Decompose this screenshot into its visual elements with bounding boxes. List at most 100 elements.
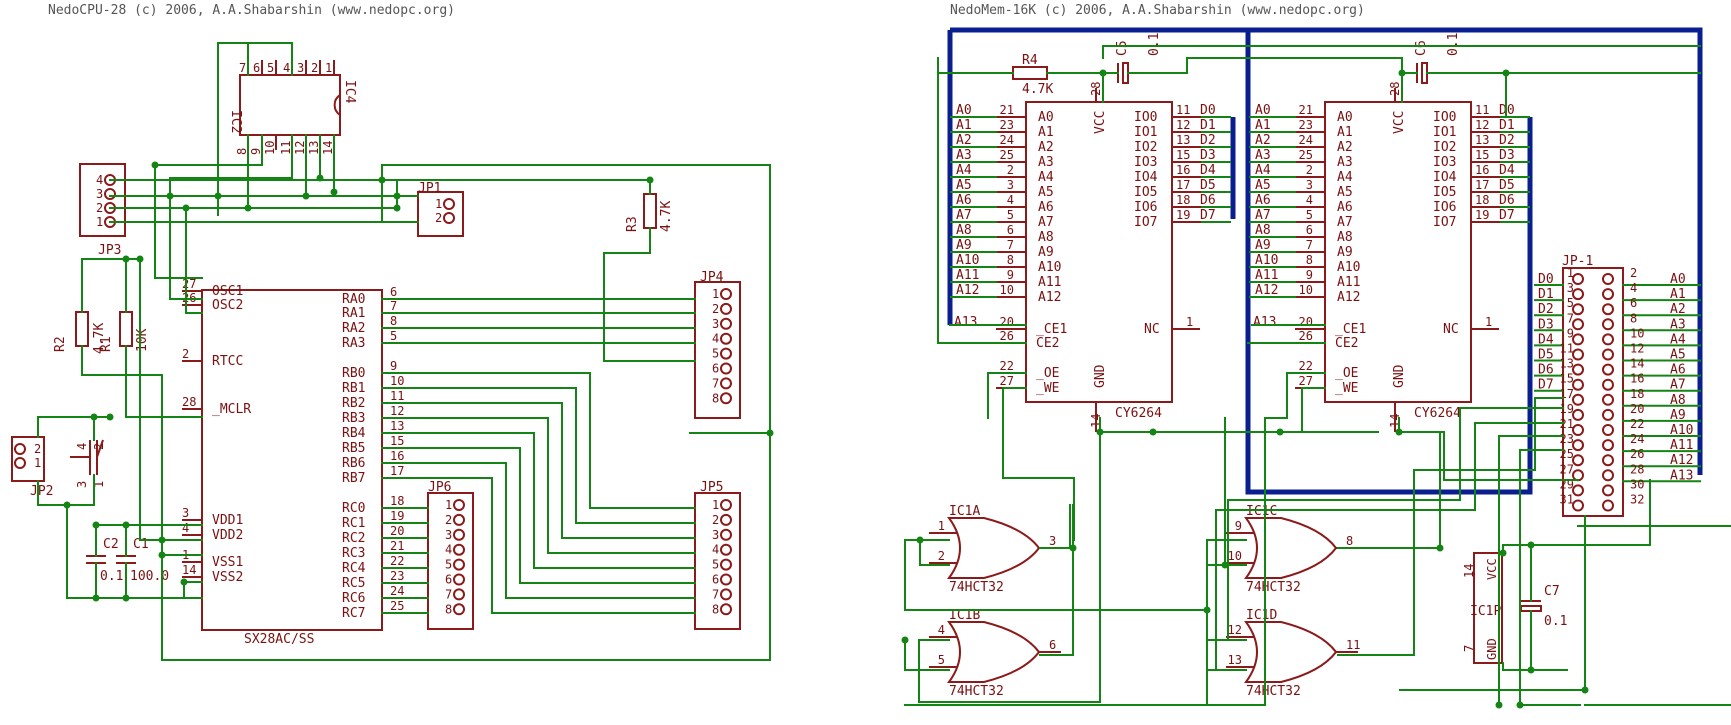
m2-ctrl-num-26: 26 <box>1299 329 1313 343</box>
m1-addr-num-25: 25 <box>1000 148 1014 162</box>
m2-addr-num-23: 23 <box>1299 118 1313 132</box>
ic4-label: IC4 <box>342 80 357 104</box>
m1-data-num-19: 19 <box>1176 208 1190 222</box>
junction-dot-38 <box>1516 701 1524 709</box>
sx28-label: SX28AC/SS <box>244 632 314 647</box>
jp-1-pin-num-10: 10 <box>1630 326 1644 340</box>
m2-data-num-15: 15 <box>1475 148 1489 162</box>
sx28-pin-num-15: 15 <box>390 434 404 448</box>
memory-chip-2-body <box>1324 101 1472 403</box>
sx28-pin-name-rc2: RC2 <box>342 531 365 546</box>
gate-d-name: IC1D <box>1246 608 1277 623</box>
m1-data-num-16: 16 <box>1176 163 1190 177</box>
m1-gnd-name: GND <box>1093 364 1108 388</box>
jp-1-pin-26 <box>1602 454 1614 467</box>
r2-name: R2 <box>53 336 68 352</box>
junction-dot-30 <box>1149 428 1157 436</box>
junction-dot-41 <box>1581 686 1589 694</box>
left-title: NedoCPU-28 (c) 2006, A.A.Shabarshin (www… <box>48 3 455 18</box>
sx28-pin-num-12: 12 <box>390 404 404 418</box>
sx28-pin-name-rb0: RB0 <box>342 366 365 381</box>
m1-addr-num-24: 24 <box>1000 133 1014 147</box>
junction-dot-37 <box>1495 701 1503 709</box>
r4-name: R4 <box>1022 53 1038 68</box>
m1-addr-num-7: 7 <box>1007 238 1014 252</box>
ic2-body <box>239 74 341 136</box>
jp-1-pin-num-27: 27 <box>1560 462 1574 476</box>
gate-b-in2-num: 5 <box>938 653 945 667</box>
jp1-body <box>417 191 464 237</box>
jp6-body <box>427 492 474 630</box>
jp6-pins-pin-6 <box>453 573 465 586</box>
jp-1-pin-num-24: 24 <box>1630 432 1644 446</box>
m1-data-name-io3: IO3 <box>1134 155 1157 170</box>
sx28-pin-num-6: 6 <box>390 285 397 299</box>
c5-value: 0.1 <box>1147 33 1162 56</box>
junction-dot-39 <box>1527 541 1535 549</box>
jp-1-pin-24 <box>1602 439 1614 452</box>
r3-body <box>643 193 657 229</box>
m2-addr-net-a6: A6 <box>1255 193 1271 208</box>
jp4-pins-pin-6 <box>720 362 732 375</box>
m1-addr-name-a3: A3 <box>1038 155 1054 170</box>
ic2-top-pin-num-6: 6 <box>253 61 260 75</box>
jp4-label: JP4 <box>700 270 724 285</box>
jp-1-net-a9: A9 <box>1670 408 1686 423</box>
m2-data-net-1: D1 <box>1499 118 1515 133</box>
junction-dot-9 <box>393 192 401 200</box>
m2-data-net-5: D5 <box>1499 178 1515 193</box>
c7-value: 0.1 <box>1544 614 1567 629</box>
m1-addr-name-a9: A9 <box>1038 245 1054 260</box>
jp1-pins-pin-1 <box>443 198 455 210</box>
jp4-body <box>694 281 741 419</box>
jp2-pins-pin-num-2: 2 <box>34 442 41 456</box>
jp6-pins-pin-num-3: 3 <box>445 528 452 542</box>
jp-1-net-d2: D2 <box>1538 302 1554 317</box>
jp-1-pin-22 <box>1602 424 1614 436</box>
m2-addr-num-3: 3 <box>1306 178 1313 192</box>
r2-value: 4.7K <box>92 323 107 354</box>
jp6-pins-pin-4 <box>453 543 465 556</box>
m2-data-num-19: 19 <box>1475 208 1489 222</box>
m2-a13-net: A13 <box>1253 315 1276 330</box>
jp-1-net-a12: A12 <box>1670 453 1693 468</box>
jp5-pins-pin-num-4: 4 <box>712 543 719 557</box>
m2-data-num-18: 18 <box>1475 193 1489 207</box>
jp1-pins-pin-2 <box>443 212 455 224</box>
jp-1-header: JP-1 1D03D15D27D39D411D513D615D717192123… <box>1534 254 1701 517</box>
m2-nc-name: NC <box>1443 322 1459 337</box>
jp-1-pin-num-12: 12 <box>1630 342 1644 356</box>
sx28-pin-num-19: 19 <box>390 509 404 523</box>
ic2-top-pin-num-5: 5 <box>267 61 274 75</box>
jp-1-pin-num-5: 5 <box>1567 296 1574 310</box>
m1-ctrl-name-26: CE2 <box>1036 336 1059 351</box>
m2-data-num-12: 12 <box>1475 118 1489 132</box>
jp-1-pin-14 <box>1602 363 1614 376</box>
m2-addr-num-9: 9 <box>1306 268 1313 282</box>
jp5-pins-pin-8 <box>720 603 732 616</box>
jp-1-pin-16 <box>1602 378 1614 391</box>
junction-dot-25 <box>1099 69 1107 77</box>
r4-resistor: R4 4.7K <box>1012 53 1053 97</box>
jp2-label: JP2 <box>30 484 53 499</box>
gate-a-in2-num: 2 <box>938 549 945 563</box>
m2-addr-net-a2: A2 <box>1255 133 1271 148</box>
jp6-pins-pin-7 <box>453 588 465 601</box>
m2-addr-name-a4: A4 <box>1337 170 1353 185</box>
jp6-pins-pin-num-8: 8 <box>445 602 452 616</box>
m2-vcc-name: VCC <box>1392 111 1407 134</box>
jp-1-pin-19 <box>1572 408 1584 421</box>
gate-c-body <box>1244 517 1338 579</box>
jp-1-pin-5 <box>1572 303 1584 316</box>
m1-data-net-6: D6 <box>1200 193 1216 208</box>
jp5-pins-pin-num-6: 6 <box>712 573 719 587</box>
m1-data-net-2: D2 <box>1200 133 1216 148</box>
m2-data-name-io0: IO0 <box>1433 110 1456 125</box>
m2-addr-num-7: 7 <box>1306 238 1313 252</box>
m1-addr-num-3: 3 <box>1007 178 1014 192</box>
jp-1-pin-2 <box>1602 273 1614 285</box>
m2-addr-name-a0: A0 <box>1337 110 1353 125</box>
